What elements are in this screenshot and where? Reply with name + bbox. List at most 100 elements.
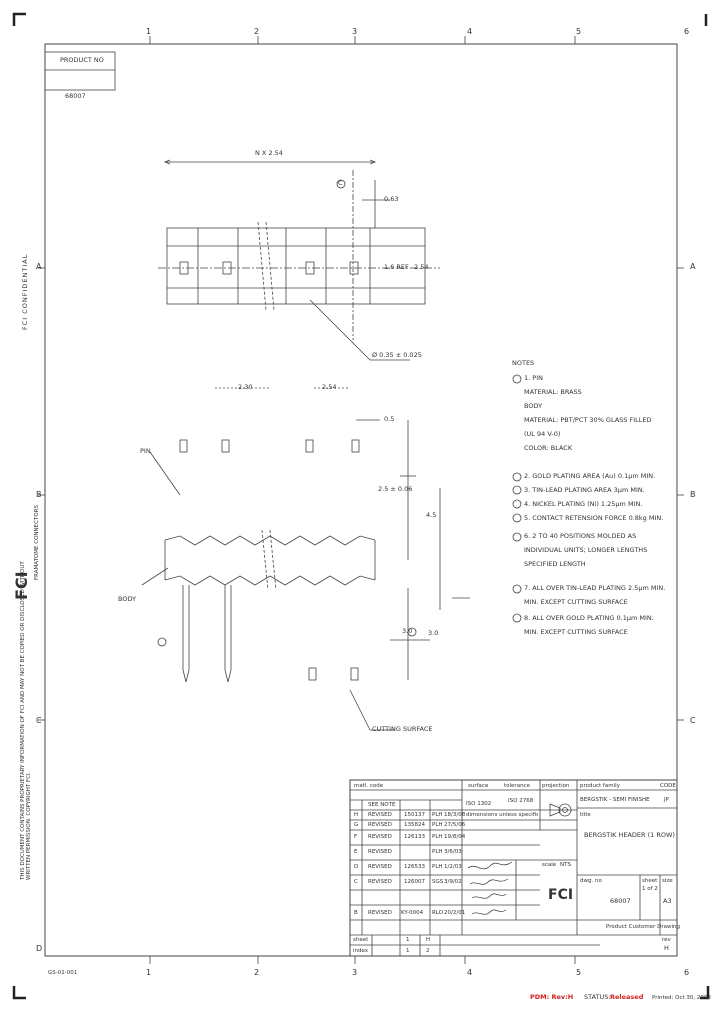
product-no-label: PRODUCT NO	[60, 56, 104, 64]
rev-row-rev: B	[354, 910, 358, 916]
rev-row-ecn: KY-0004	[401, 910, 424, 916]
size-label: size	[662, 878, 673, 884]
section-mark: C	[338, 179, 343, 187]
note-line: SPECIFIED LENGTH	[524, 560, 586, 568]
index-row-label: index	[353, 948, 369, 954]
rev-row-date: 27/5/06	[444, 822, 466, 828]
product-no-value: 68007	[65, 92, 86, 100]
form-number: GS-01-001	[48, 970, 78, 976]
dim-a-label: 2.30	[238, 383, 253, 391]
rev-row-rev: H	[354, 812, 359, 818]
zone-number-bottom-4: 4	[467, 968, 473, 977]
zone-number-bottom-5: 5	[576, 968, 582, 977]
rev-row-who: PLH	[432, 822, 443, 828]
zone-number-top-5: 5	[576, 27, 582, 36]
tolerance-block-label: tolerance	[504, 783, 530, 789]
rev-row-action: REVISED	[368, 849, 392, 855]
rev-row-action: REVISED	[368, 879, 392, 885]
rev-row-rev: F	[354, 834, 358, 840]
dim-g-label: 3.0	[428, 629, 439, 637]
note-line: 4. NICKEL PLATING (Ni) 1.25μm MIN.	[524, 500, 643, 508]
rev-row-rev: E	[354, 849, 358, 855]
dim-f-label: 3.0	[402, 627, 413, 635]
dim-e-label: 4.5	[426, 511, 437, 519]
note-line: MIN. EXCEPT CUTTING SURFACE	[524, 628, 628, 636]
zone-letter-right-b: B	[690, 490, 696, 499]
pin-dimension: 0.63	[384, 195, 399, 203]
note-line: (UL 94 V-0)	[524, 430, 561, 438]
rev-row-date: 1/2/03	[444, 864, 462, 870]
title-block-fci-logo: FCI	[548, 887, 574, 903]
rev-row-action: REVISED	[368, 812, 392, 818]
note-line: 2. GOLD PLATING AREA (Au) 0.1μm MIN.	[524, 472, 656, 480]
note-line: 3. TIN-LEAD PLATING AREA 3μm MIN.	[524, 486, 645, 494]
zone-letter-left-a: A	[36, 262, 42, 271]
rev-row-rev: C	[354, 879, 358, 885]
dwg-no-value: 68007	[610, 897, 631, 905]
note-line: 5. CONTACT RETENSION FORCE 0.8kg MIN.	[524, 514, 664, 522]
copyright-notice: THIS DOCUMENT CONTAINS PROPRIETARY INFOR…	[20, 561, 32, 880]
pitch-value: 2.54	[414, 263, 429, 271]
pitch-dimension: 1.6 REF	[384, 263, 409, 271]
zone-number-top-1: 1	[146, 27, 152, 36]
rev-row-rev: G	[354, 822, 359, 828]
printed-date: Printed: Oct 30, 2008	[652, 995, 711, 1001]
rev-row-ecn: 150137	[404, 812, 425, 818]
zone-number-top-4: 4	[467, 27, 473, 36]
rev-row-action: REVISED	[368, 834, 392, 840]
note-line: 7. ALL OVER TIN-LEAD PLATING 2.5μm MIN.	[524, 584, 666, 592]
product-customer-label: Product Customer Drawing	[606, 924, 680, 930]
rev-row-who: PLH	[432, 849, 443, 855]
body-callout: BODY	[118, 595, 137, 603]
pdm-revision: PDM: Rev:H	[530, 993, 574, 1001]
rev-row-who: PLH	[432, 864, 443, 870]
scale-value: NTS	[560, 862, 571, 868]
rev-row-ecn: 135824	[404, 822, 425, 828]
product-family-label: product family	[580, 783, 620, 789]
dwg-no-label: dwg. no	[580, 878, 602, 884]
index-row-cell: 2	[426, 948, 430, 954]
rev-row-date: 3/6/03	[444, 849, 462, 855]
rev-value: H	[664, 944, 669, 952]
tolerance-label: Ø 0.35 ± 0.025	[372, 351, 422, 359]
notes-title: NOTES	[512, 359, 535, 367]
rev-row-action: REVISED	[368, 910, 392, 916]
overall-dimension: N X 2.54	[255, 149, 283, 157]
matl-code-label: matl. code	[354, 783, 384, 789]
matl-code-value: SEE NOTE	[368, 802, 396, 808]
rev-row-rev: D	[354, 864, 359, 870]
zone-number-bottom-1: 1	[146, 968, 152, 977]
zone-letter-left-d: D	[36, 944, 43, 953]
note-line: COLOR: BLACK	[524, 444, 573, 452]
zone-letter-left-c: C	[36, 716, 42, 725]
note-line: MATERIAL: BRASS	[524, 388, 582, 396]
rev-row-action: REVISED	[368, 822, 392, 828]
cutting-surface-callout: CUTTING SURFACE	[372, 725, 433, 733]
notes-list: 1. PIN MATERIAL: BRASS BODY MATERIAL: PB…	[524, 375, 674, 645]
zone-number-top-3: 3	[352, 27, 358, 36]
note-line: INDIVIDUAL UNITS; LONGER LENGTHS	[524, 546, 648, 554]
sheet-label: sheet	[642, 878, 658, 884]
note-line: BODY	[524, 402, 543, 410]
code-value: JP	[664, 797, 669, 803]
status-value: Released	[610, 993, 644, 1001]
zone-letter-left-b: B	[36, 490, 42, 499]
zone-number-top-2: 2	[254, 27, 260, 36]
note-line: 1. PIN	[524, 374, 543, 382]
size-value: A3	[663, 897, 672, 905]
note-line: 8. ALL OVER GOLD PLATING 0.1μm MIN.	[524, 614, 654, 622]
tolerance-block-value: ISO 2768	[508, 798, 534, 804]
sheet-row-cell: 1	[406, 937, 410, 943]
rev-row-ecn: 126533	[404, 864, 425, 870]
zone-letter-right-c: C	[690, 716, 696, 725]
surface-value: ISO 1302	[466, 801, 492, 807]
unless-specified-label: dimensions unless specified	[466, 812, 538, 818]
zone-number-bottom-6: 6	[684, 968, 690, 977]
rev-row-ecn: 126133	[404, 834, 425, 840]
rev-row-action: REVISED	[368, 864, 392, 870]
note-line: 6. 2 TO 40 POSITIONS MOLDED AS	[524, 532, 637, 540]
rev-row-who: SGS	[432, 879, 444, 885]
rev-row-ecn: 126007	[404, 879, 425, 885]
